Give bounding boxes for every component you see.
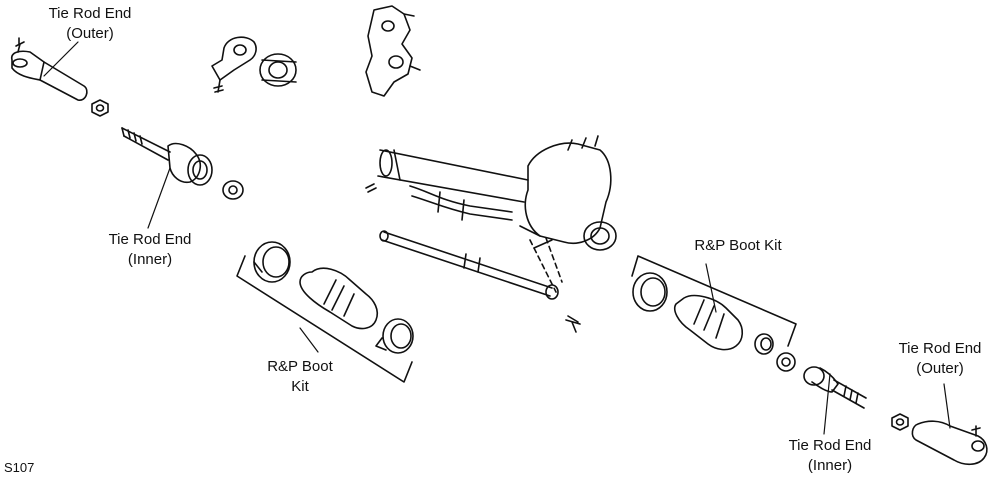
label-line-1: R&P Boot: [267, 358, 333, 375]
rack-boot-left: [299, 267, 379, 330]
label-tie-rod-end-outer-left: Tie Rod End (Outer): [20, 4, 160, 44]
nut-left-outer: [91, 99, 109, 117]
nut-right-outer: [891, 413, 909, 431]
leader-lines: [43, 41, 951, 435]
label-line-2: (Outer): [66, 25, 114, 42]
boot-clamp-small-left: [375, 318, 414, 354]
boot-clamp-large-right: [632, 272, 668, 312]
label-rp-boot-kit-right: R&P Boot Kit: [668, 236, 808, 256]
label-line-2: (Outer): [916, 360, 964, 377]
steering-rack: [379, 230, 581, 333]
bracket-boot-kit-right: [631, 255, 797, 347]
label-line-2: (Inner): [127, 251, 173, 268]
clamp-assembly: [365, 5, 421, 97]
rubber-bushing: [259, 53, 297, 87]
figure-code: S107: [4, 460, 35, 475]
label-rp-boot-kit-left: R&P Boot Kit: [250, 357, 350, 397]
bracket-boot-kit-left: [236, 255, 413, 383]
boot-clamp-small-right: [754, 333, 774, 355]
lock-washer-left: [222, 180, 244, 200]
rack-and-pinion-housing: [365, 135, 617, 251]
label-tie-rod-end-inner-right: Tie Rod End (Inner): [760, 436, 900, 476]
label-line-1: Tie Rod End: [788, 437, 872, 454]
rack-boot-right: [674, 294, 744, 351]
mount-bracket: [211, 36, 257, 93]
tie-rod-end-inner-right: [803, 366, 867, 409]
label-tie-rod-end-inner-left: Tie Rod End (Inner): [80, 230, 220, 270]
lock-washer-right: [776, 352, 796, 372]
tie-rod-end-inner-left: [121, 127, 213, 186]
label-line-2: Kit: [291, 378, 309, 395]
label-line-1: R&P Boot Kit: [694, 237, 782, 254]
label-tie-rod-end-outer-right: Tie Rod End (Outer): [880, 339, 1000, 379]
tie-rod-end-outer-left: [10, 37, 88, 101]
label-line-1: Tie Rod End: [48, 5, 132, 22]
label-line-2: (Inner): [807, 457, 853, 474]
boot-clamp-large-left: [253, 241, 291, 283]
label-line-1: Tie Rod End: [108, 231, 192, 248]
tie-rod-end-outer-right: [911, 420, 988, 466]
label-line-1: Tie Rod End: [898, 340, 982, 357]
